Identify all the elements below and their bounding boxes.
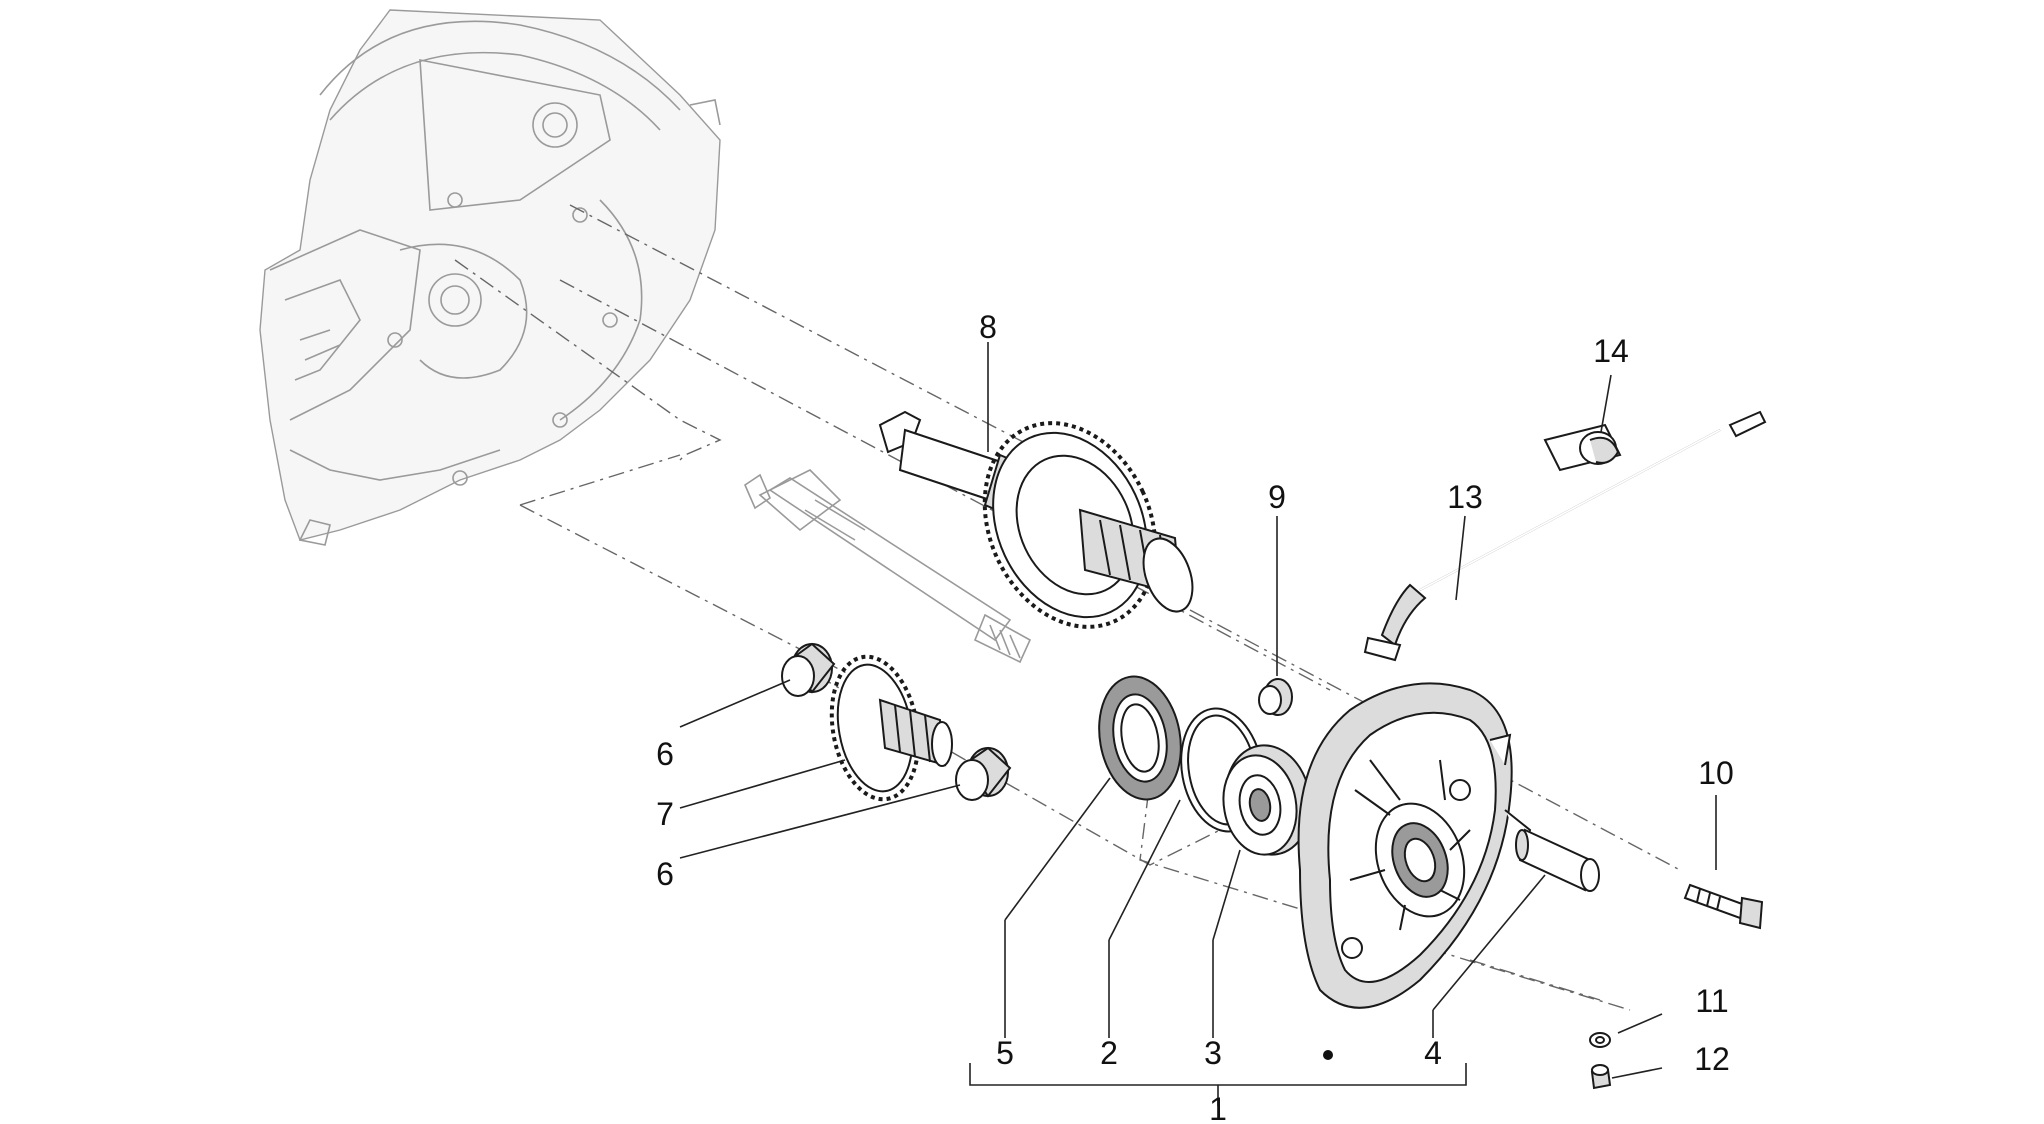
callout-labels: 8 14 9 13 6 7 6 10 5 2 3 4 11 12 1 xyxy=(656,309,1734,1124)
callout-5: 5 xyxy=(996,1035,1014,1071)
callout-6-lower: 6 xyxy=(656,856,674,892)
part-8-gear-shaft xyxy=(878,410,1194,629)
part-3-bearing xyxy=(1222,744,1312,856)
part-10-bolt xyxy=(1683,883,1764,930)
part-13-tube xyxy=(1363,410,1767,662)
callout-11: 11 xyxy=(1695,983,1728,1019)
part-5-oil-seal xyxy=(1098,675,1182,801)
callout-8: 8 xyxy=(979,309,997,345)
callout-10: 10 xyxy=(1698,755,1734,791)
callout-13: 13 xyxy=(1447,479,1483,515)
callout-7: 7 xyxy=(656,796,674,832)
callout-2: 2 xyxy=(1100,1035,1118,1071)
part-4-pin xyxy=(1515,828,1600,892)
part-12-screw xyxy=(1590,1064,1612,1090)
callout-12: 12 xyxy=(1694,1041,1730,1077)
part-6-bush-lower xyxy=(955,746,1012,801)
callout-3: 3 xyxy=(1204,1035,1222,1071)
part-9-bush xyxy=(1258,678,1293,716)
callout-4: 4 xyxy=(1424,1035,1442,1071)
housing-ghost-drawing xyxy=(259,9,721,546)
drive-shaft-ghost-drawing xyxy=(743,469,1032,664)
part-4-gearbox-cover xyxy=(1297,682,1532,1009)
callout-6-upper: 6 xyxy=(656,736,674,772)
callout-1: 1 xyxy=(1209,1091,1227,1124)
leader-lines xyxy=(679,342,1717,1106)
part-11-washer xyxy=(1589,1032,1611,1048)
part-7-gear xyxy=(829,654,953,802)
part-14-clip xyxy=(1543,423,1622,472)
part-6-bush-upper xyxy=(781,642,836,697)
reference-dot xyxy=(1323,1050,1333,1060)
callout-14: 14 xyxy=(1593,333,1629,369)
callout-9: 9 xyxy=(1268,479,1286,515)
